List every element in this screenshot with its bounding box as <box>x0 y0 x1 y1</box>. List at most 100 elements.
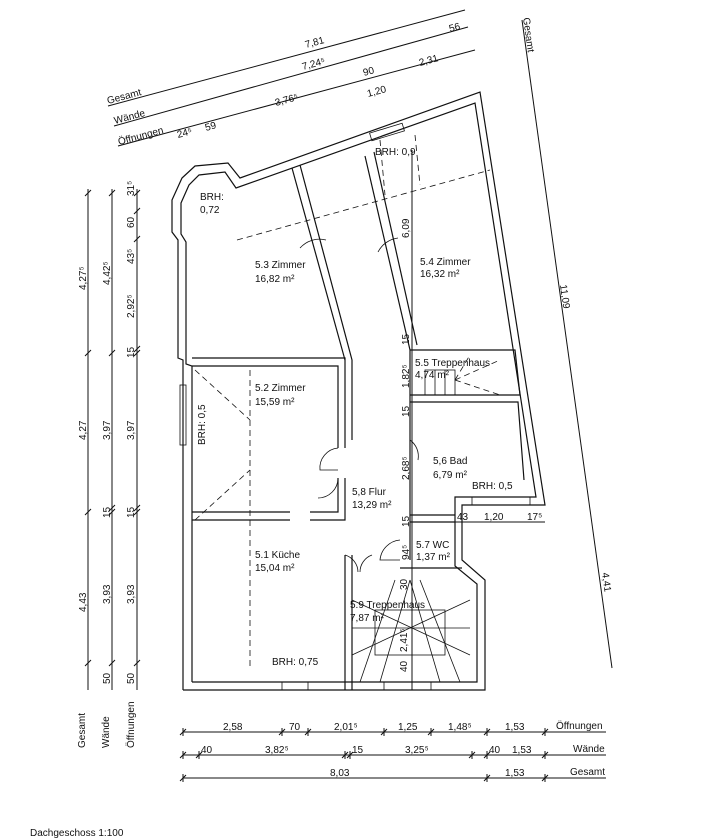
room-area: 16,32 m² <box>420 269 460 280</box>
inner-dimensions: 6,09 15 1,82⁵ 15 2,68⁵ 15 94⁵ 30 2,41⁵ 4… <box>399 150 545 690</box>
dim-label: 90 <box>362 65 376 79</box>
dim-label: 70 <box>289 722 301 733</box>
dimension-tick <box>541 728 549 736</box>
brh-label: BRH: 0,5 <box>197 404 208 445</box>
dimension-tick <box>133 235 141 243</box>
dim-label: 60 <box>126 216 137 228</box>
dim-label: 3,93 <box>102 584 113 604</box>
interior-walls <box>192 151 525 690</box>
dim-label: 40 <box>489 745 501 756</box>
dim-label: 15 <box>126 346 137 358</box>
brh-label: BRH: 0,75 <box>272 657 319 668</box>
room-labels: 5.3 Zimmer 16,82 m² 5.4 Zimmer 16,32 m² … <box>255 257 490 624</box>
dim-label: 15 <box>401 405 412 417</box>
left-dimensions: 4,27⁵ 4,27 4,43 4,42⁵ 3,97 15 3,93 50 31… <box>77 181 138 748</box>
dim-label: 4,41 <box>599 572 613 593</box>
room-name: 5.2 Zimmer <box>255 383 306 394</box>
dimension-tick <box>179 728 187 736</box>
dimension-tick <box>133 508 141 516</box>
dim-label: 15 <box>401 515 412 527</box>
dimension-tick <box>195 751 203 759</box>
dim-label: 59 <box>204 120 218 134</box>
dimension-tick <box>483 751 491 759</box>
dim-label: 2,01⁵ <box>334 722 358 733</box>
dimension-tick <box>133 189 141 197</box>
room-name: 5,6 Bad <box>433 456 467 467</box>
room-name: 5,8 Flur <box>352 487 387 498</box>
dim-label: 43⁵ <box>126 249 137 264</box>
top-dimensions: Gesamt Wände Öffnungen 7,81 56 7,24⁵ 24⁵… <box>106 9 476 148</box>
dim-label: 30 <box>399 578 410 590</box>
room-name: 5.5 Treppenhaus <box>415 358 490 369</box>
dim-label: 11,09 <box>557 284 571 310</box>
room-area: 1,37 m² <box>416 552 451 563</box>
drawing-title: Dachgeschoss 1:100 <box>30 828 124 839</box>
dim-row-label: Gesamt <box>106 87 143 107</box>
dimension-tick <box>108 189 116 197</box>
dim-label: 1,25 <box>398 722 418 733</box>
dim-label: 50 <box>126 672 137 684</box>
dim-label: 3,76⁵ <box>274 92 300 109</box>
dimension-tick <box>380 728 388 736</box>
dim-label: 50 <box>102 672 113 684</box>
room-area: 13,29 m² <box>352 500 392 511</box>
dim-label: 43 <box>457 512 469 523</box>
dim-row-label: Öffnungen <box>125 701 137 748</box>
dimension-tick <box>108 659 116 667</box>
dimension-tick <box>468 751 476 759</box>
dimension-ticks <box>84 189 549 782</box>
brh-label: BRH: 0,5 <box>472 481 513 492</box>
dimension-tick <box>346 751 354 759</box>
dim-label: 1,53 <box>505 722 525 733</box>
dim-label: 2,41⁵ <box>399 628 410 652</box>
dim-label: 3,93 <box>126 584 137 604</box>
room-name: 5.1 Küche <box>255 550 300 561</box>
dim-label: 1,82⁵ <box>401 364 412 388</box>
room-name: 5.9 Treppenhaus <box>350 600 425 611</box>
dim-row-label: Gesamt <box>77 713 88 748</box>
dim-label: 1,53 <box>512 745 532 756</box>
dim-label: 15 <box>126 506 137 518</box>
dimension-tick <box>304 728 312 736</box>
dim-label: 4,27 <box>78 420 89 440</box>
room-area: 15,04 m² <box>255 563 295 574</box>
dim-label: 4,27⁵ <box>78 266 89 290</box>
dimension-tick <box>133 207 141 215</box>
dim-label: 8,03 <box>330 768 350 779</box>
dimension-tick <box>483 774 491 782</box>
dim-label: 3,97 <box>102 420 113 440</box>
outer-walls <box>171 91 546 691</box>
dimension-tick <box>84 189 92 197</box>
room-area: 6,79 m² <box>433 470 468 481</box>
dim-label: 31⁵ <box>126 181 137 196</box>
room-area: 4,74 m² <box>415 370 450 381</box>
room-area: 15,59 m² <box>255 397 295 408</box>
dim-label: 2,58 <box>223 722 243 733</box>
room-area: 7,87 m² <box>350 613 385 624</box>
dim-row-label: Gesamt <box>520 17 536 53</box>
dimension-tick <box>108 508 116 516</box>
dim-label: 2,92⁵ <box>126 294 137 318</box>
dim-row-label: Öffnungen <box>556 720 603 732</box>
dim-label: 3,82⁵ <box>265 745 289 756</box>
dimension-tick <box>341 751 349 759</box>
dim-label: 6,09 <box>401 218 412 238</box>
dim-label: 15 <box>401 333 412 345</box>
dimension-tick <box>427 728 435 736</box>
dimension-tick <box>179 774 187 782</box>
dim-label: 1,48⁵ <box>448 722 472 733</box>
dimension-tick <box>108 349 116 357</box>
dim-label: 15 <box>102 506 113 518</box>
dimension-tick <box>179 751 187 759</box>
bottom-dimensions: 2,58 70 2,01⁵ 1,25 1,48⁵ 1,53 Öffnungen … <box>183 720 606 779</box>
dim-label: 24⁵ <box>176 126 194 141</box>
brh-value: 0,72 <box>200 205 220 216</box>
windows <box>179 122 531 691</box>
dimension-tick <box>84 508 92 516</box>
dimension-tick <box>84 349 92 357</box>
roof-slope-lines <box>194 134 491 668</box>
dim-row-label: Wände <box>573 744 605 755</box>
dim-row-label: Öffnungen <box>117 124 165 148</box>
dim-label: 15 <box>352 745 364 756</box>
dim-label: 1,20 <box>484 512 504 523</box>
